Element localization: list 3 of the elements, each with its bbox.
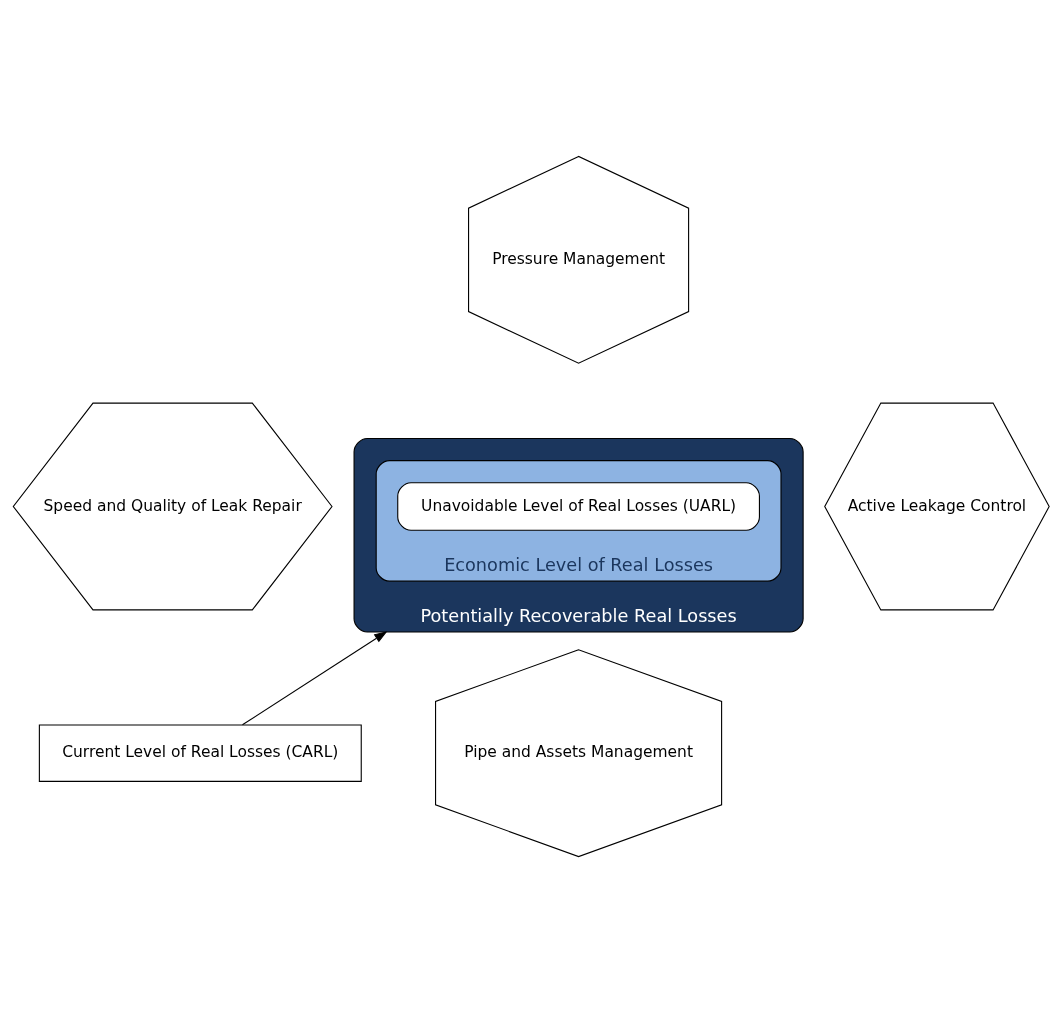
arrow	[241, 630, 388, 725]
node-box: Current Level of Real Losses (CARL)	[38, 723, 362, 782]
node-box: Unavoidable Level of Real Losses (UARL)	[397, 481, 760, 531]
